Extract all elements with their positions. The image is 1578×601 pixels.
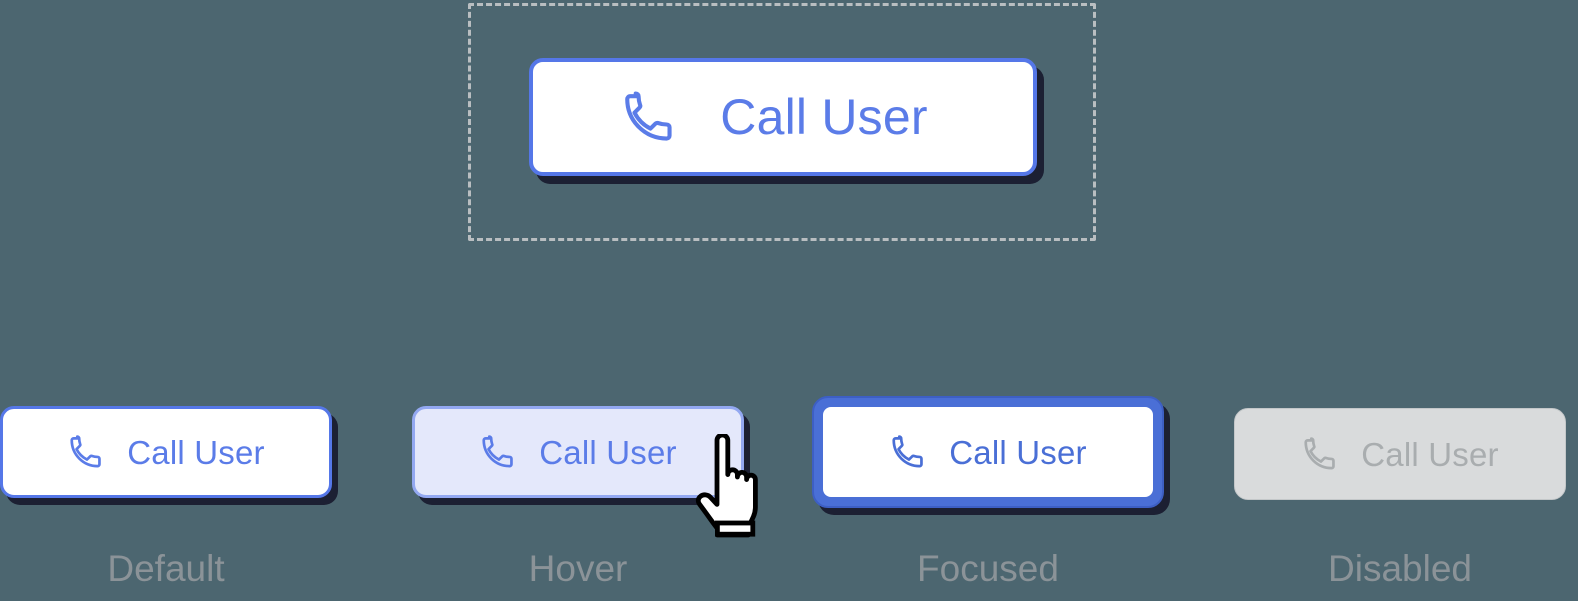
call-user-button-disabled: Call User bbox=[1234, 408, 1566, 500]
call-user-label: Call User bbox=[1361, 435, 1499, 473]
phone-call-icon bbox=[67, 433, 105, 471]
state-caption-focused: Focused bbox=[917, 548, 1059, 589]
state-caption-disabled: Disabled bbox=[1328, 548, 1472, 589]
call-user-label: Call User bbox=[720, 89, 928, 145]
phone-call-icon bbox=[620, 88, 678, 146]
focused-button-surface: Call User bbox=[823, 407, 1153, 497]
call-user-label: Call User bbox=[539, 433, 677, 471]
phone-call-icon bbox=[479, 433, 517, 471]
call-user-button-hover[interactable]: Call User bbox=[412, 406, 744, 498]
phone-call-icon bbox=[1301, 435, 1339, 473]
state-caption-hover: Hover bbox=[528, 548, 628, 589]
call-user-button-focused[interactable]: Call User bbox=[812, 396, 1164, 508]
call-user-label: Call User bbox=[127, 433, 265, 471]
phone-call-icon bbox=[889, 433, 927, 471]
call-user-button-default[interactable]: Call User bbox=[0, 406, 332, 498]
hero-focus-outline-frame bbox=[468, 3, 1096, 241]
state-caption-default: Default bbox=[107, 548, 225, 589]
call-user-label: Call User bbox=[949, 433, 1087, 471]
call-user-button-hero[interactable]: Call User bbox=[529, 58, 1037, 176]
